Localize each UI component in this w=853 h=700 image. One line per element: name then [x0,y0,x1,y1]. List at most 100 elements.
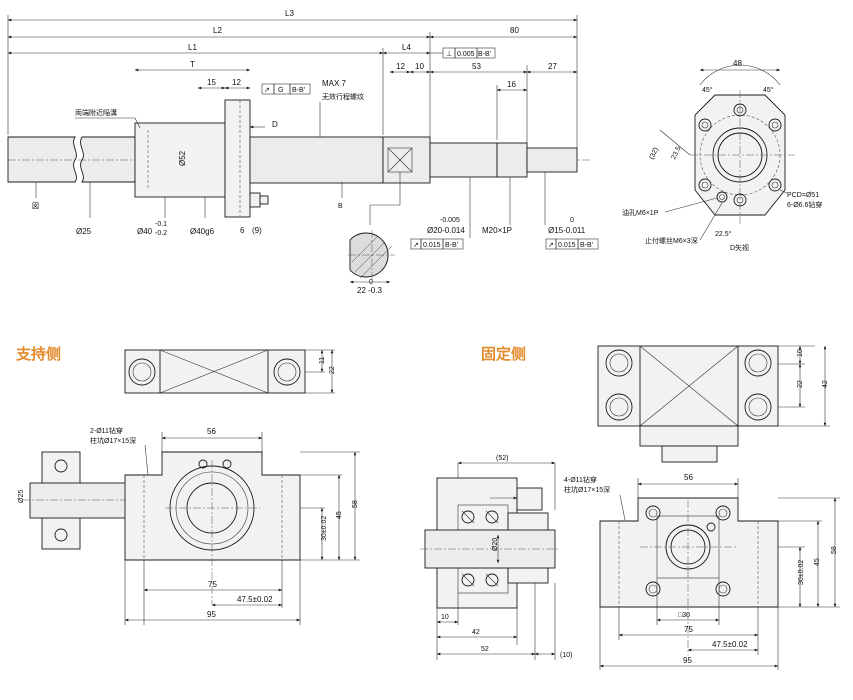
dim-80: 80 [510,26,519,35]
support-side-title: 支持侧 [15,345,61,363]
svg-text:0: 0 [570,217,574,224]
support-dim-45: 45 [336,511,343,519]
dim-phi15: Ø15-0.011 [548,226,586,235]
dim-16: 16 [507,80,516,89]
support-hole-note-1: 2-Ø11钻穿 [90,426,123,435]
note-max7: MAX 7 [322,79,347,88]
section-mark-right: B [338,203,343,210]
fixed-dim-10: 10 [797,349,804,357]
flange-holes [698,103,782,207]
fixed-dim-58: 58 [831,546,838,554]
dim-l2: L2 [213,26,222,35]
dim-23-5: 23.5 [670,145,682,160]
support-dim-56: 56 [207,427,216,436]
fixed-dim-sq30: □30 [678,612,690,619]
fixed-dim-75: 75 [684,625,693,634]
fixed-dim-10p: (10) [560,652,572,659]
support-dim-30: 30±0.02 [321,516,328,541]
fixed-dim-30: 30±0.02 [798,560,805,585]
fixed-dim-phi20: Ø20 [492,538,499,551]
svg-text:B-B': B-B' [445,242,458,249]
dim-32: (32) [648,146,660,160]
note-both-ends: 両端附近陥溝 [75,108,117,117]
svg-text:B-B': B-B' [580,242,593,249]
support-side-section: 支持侧 11 22 Ø25 2-Ø11钻穿 柱坑Ø17×15深 56 [15,345,360,625]
screw-side-view: L3 L2 80 L1 L4 ⊥ 0.005 B-B' T 15 12 [7,9,599,295]
tolerance-frame-3: ↗ 0.015 B-B' [410,238,464,250]
tolerance-frame-4: ↗ 0.015 B-B' [545,238,599,250]
note-flange-holes: 6-Ø6.6钻穿 [787,200,822,209]
dim-9: (9) [252,226,262,235]
dim-27: 27 [548,62,557,71]
svg-text:-0.2: -0.2 [155,230,167,237]
tolerance-frame-2: ↗ G B-B' [261,83,311,95]
fixed-dim-47-5: 47.5±0.02 [712,640,748,649]
support-dim-22: 22 [329,366,336,374]
svg-text:0.015: 0.015 [558,242,576,249]
svg-text:↗: ↗ [264,87,270,94]
fixed-dim-22: 22 [797,380,804,388]
svg-text:G: G [278,87,283,94]
dim-phi52: Ø52 [178,150,187,166]
shaft-section-view: 0 22 -0.3 [348,172,401,295]
dim-12a: 12 [232,78,241,87]
support-dim-11: 11 [319,357,326,364]
fixed-mount-holes [645,505,731,597]
support-dim-phi25: Ø25 [18,490,25,503]
fixed-dim-56: 56 [684,473,693,482]
note-stroke: 无效行程螺纹 [322,92,364,101]
fixed-side-section: 固定侧 10 22 42 (52) [420,345,840,670]
svg-text:-0.1: -0.1 [155,221,167,228]
dim-12b: 12 [396,62,405,71]
fixed-dim-52p: (52) [496,455,508,462]
dim-l3: L3 [285,9,294,18]
note-grease-hole: 油孔M6×1P [622,208,659,217]
svg-text:B-B': B-B' [292,87,305,94]
svg-text:0.005: 0.005 [457,51,475,58]
svg-text:B-B': B-B' [478,51,491,58]
dim-l1: L1 [188,43,197,52]
dim-48: 48 [733,59,742,68]
note-pcd: PCD=Ø51 [787,192,819,199]
dim-phi40g6: Ø40g6 [190,227,215,236]
dim-6: 6 [240,226,245,235]
fixed-bearing-section-view: (52) Ø20 10 42 [420,455,572,660]
fixed-front-view [599,497,779,608]
fixed-dim-42b: 42 [472,629,480,636]
view-d-caption: D矢视 [730,243,749,252]
svg-text:↗: ↗ [413,242,419,249]
fixed-dim-52: 52 [481,646,489,653]
fixed-hole-note-1: 4-Ø11钻穿 [564,475,597,484]
support-hole-note-2: 柱坑Ø17×15深 [90,436,136,445]
dim-15: 15 [207,78,216,87]
svg-text:45°: 45° [763,86,774,94]
dim-phi25: Ø25 [76,227,92,236]
support-front-view [124,451,301,561]
dim-m20: M20×1P [482,226,512,235]
fixed-dim-45: 45 [814,558,821,566]
svg-text:0: 0 [369,279,373,286]
fixed-hole-note-2: 柱坑Ø17×15深 [564,485,610,494]
fixed-dim-10b: 10 [441,614,449,621]
dim-53: 53 [472,62,481,71]
dim-22-section: 22 -0.3 [357,286,382,295]
nut-flange [224,99,251,218]
section-mark-left: 図 [32,202,39,210]
dim-phi40: Ø40 [137,227,153,236]
support-dim-58: 58 [352,500,359,508]
svg-text:↗: ↗ [548,242,554,249]
svg-text:0.015: 0.015 [423,242,441,249]
support-dim-95: 95 [207,610,216,619]
note-set-screw: 止付螺丝M6×3深 [645,236,698,245]
fixed-side-title: 固定侧 [481,345,526,363]
fixed-dim-42: 42 [822,380,829,388]
support-dim-75: 75 [208,580,217,589]
dim-phi20: Ø20-0.014 [427,226,465,235]
view-d-label: D [272,120,278,129]
svg-text:45°: 45° [702,86,713,94]
dim-22-5deg: 22.5° [715,230,732,238]
fixed-dim-95: 95 [683,656,692,665]
dim-l4: L4 [402,43,411,52]
support-dim-47-5: 47.5±0.02 [237,595,273,604]
